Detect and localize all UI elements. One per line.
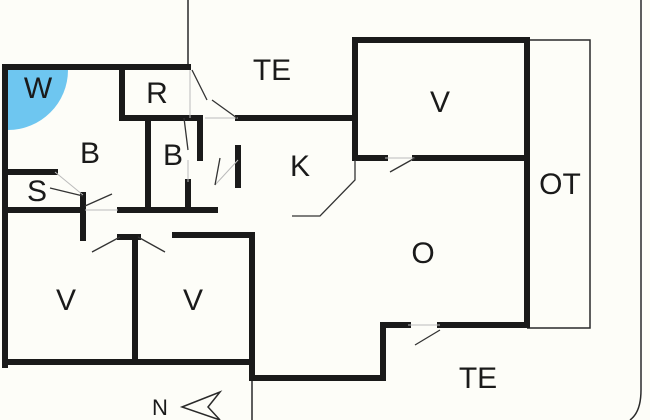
- ot-outline: [527, 39, 591, 329]
- room-label-v-top: V: [430, 86, 450, 119]
- room-label-b2: B: [163, 139, 183, 172]
- terrace-outline: [187, 0, 642, 420]
- room-label-b1: B: [80, 137, 100, 170]
- room-label-s: S: [27, 175, 47, 208]
- room-label-v-mid: V: [183, 284, 203, 317]
- room-label-o: O: [411, 237, 434, 270]
- room-label-k: K: [290, 150, 310, 183]
- room-label-ot: OT: [539, 168, 581, 201]
- walls: [2, 37, 530, 381]
- room-label-te-top: TE: [253, 54, 291, 87]
- room-label-r: R: [146, 77, 168, 110]
- north-arrow-icon: [179, 390, 223, 420]
- wc-highlight: [8, 70, 68, 130]
- room-label-v-left: V: [56, 284, 76, 317]
- room-label-te-bottom: TE: [459, 362, 497, 395]
- room-label-w: W: [24, 72, 53, 105]
- doors: [49, 69, 441, 346]
- north-label: N: [152, 395, 168, 420]
